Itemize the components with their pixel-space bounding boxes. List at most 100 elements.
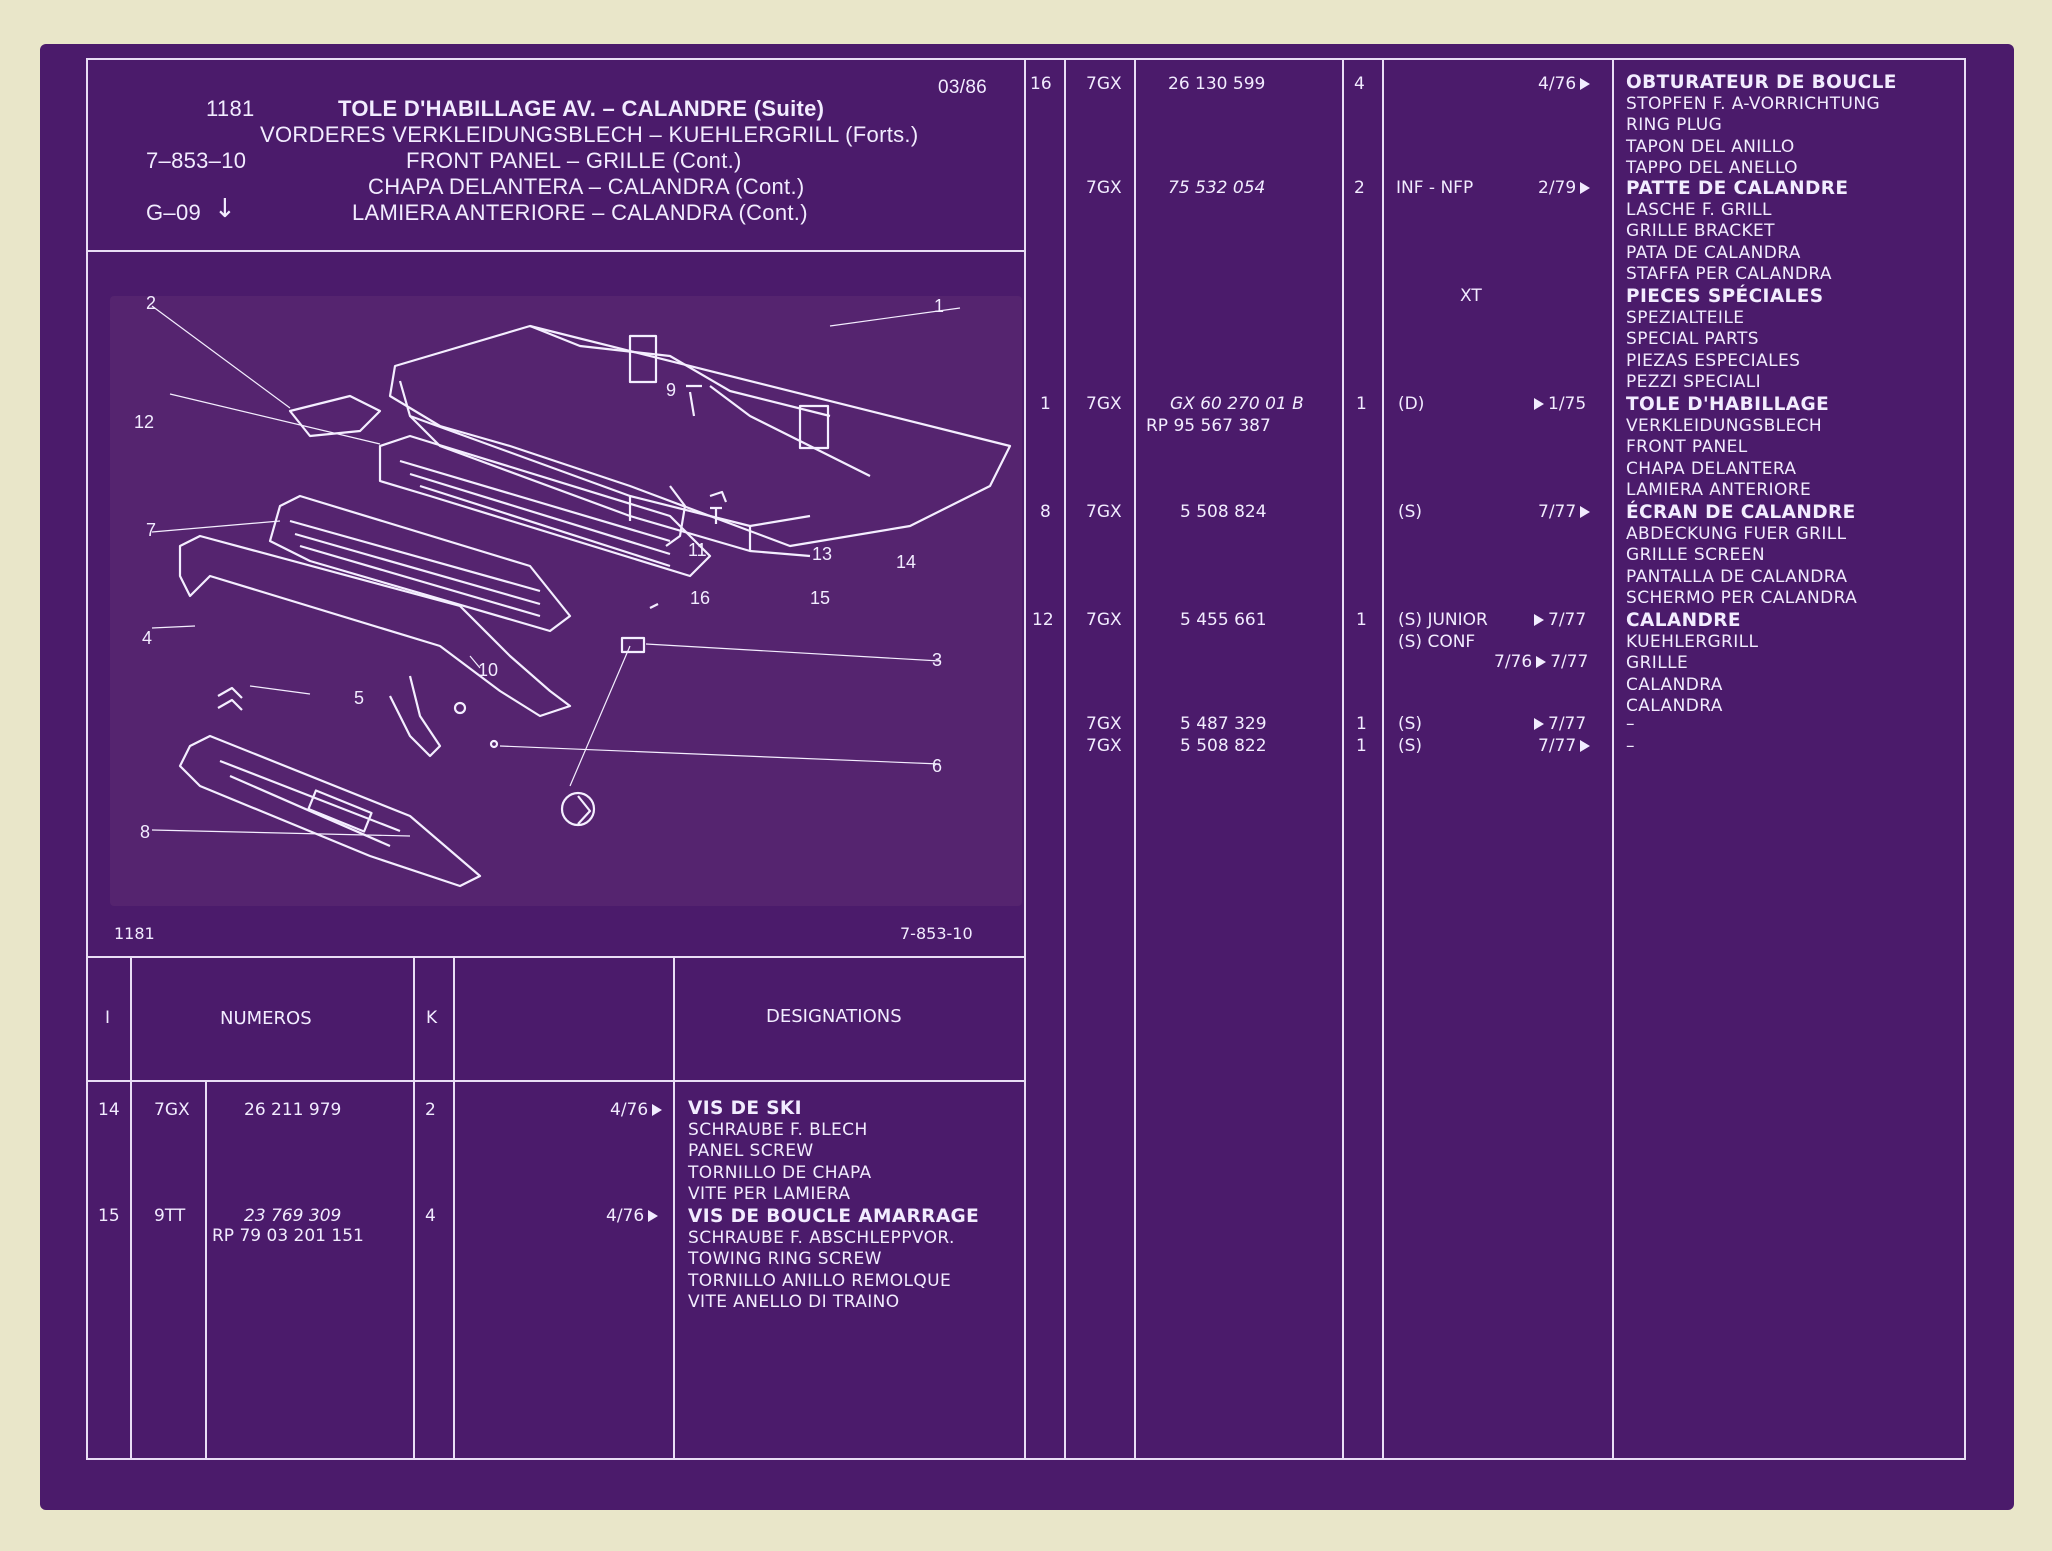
r16-desc-de: STOPFEN F. A-VORRICHTUNG xyxy=(1626,93,1881,114)
row14-desc-de: SCHRAUBE F. BLECH xyxy=(688,1119,868,1140)
col-header-numeros: NUMEROS xyxy=(220,1008,312,1029)
r1-desc-fr: TOLE D'HABILLAGE xyxy=(1626,394,1830,415)
rspecial-desc-de: SPEZIALTEILE xyxy=(1626,307,1745,328)
rbracket-desc-fr: PATTE DE CALANDRE xyxy=(1626,178,1849,199)
rb-qty: 1 xyxy=(1356,736,1367,756)
front-panel-drawing xyxy=(151,305,1012,888)
r8-number: 5 508 824 xyxy=(1180,502,1267,522)
r12-desc: CALANDRE KUEHLERGRILL GRILLE CALANDRA CA… xyxy=(1626,610,1758,718)
r16-desc-en: RING PLUG xyxy=(1626,115,1723,135)
frame-bottom xyxy=(86,1458,1966,1460)
r16-date-text: 4/76 xyxy=(1538,74,1577,94)
row14-desc-it: VITE PER LAMIERA xyxy=(688,1184,851,1204)
r1-desc: TOLE D'HABILLAGE VERKLEIDUNGSBLECH FRONT… xyxy=(1626,394,1829,502)
r12-desc-de: KUEHLERGRILL xyxy=(1626,631,1759,652)
rbracket-number: 75 532 054 xyxy=(1168,178,1266,198)
triangle-right-icon xyxy=(1534,398,1544,410)
r1-number2: RP 95 567 387 xyxy=(1146,416,1271,436)
r8-desc-fr: ÉCRAN DE CALANDRE xyxy=(1626,502,1856,523)
rbracket-note: INF - NFP xyxy=(1396,178,1474,198)
divider-left-panel xyxy=(1024,58,1026,1460)
callout-9: 9 xyxy=(666,380,677,400)
rcol-line-4 xyxy=(1382,58,1384,1460)
col-header-i: I xyxy=(105,1008,111,1028)
col-header-k: K xyxy=(426,1008,438,1028)
r8-desc-es: PANTALLA DE CALANDRA xyxy=(1626,566,1848,587)
rcol-line-2 xyxy=(1134,58,1136,1460)
row14-qty: 2 xyxy=(425,1100,436,1120)
r1-prefix: 7GX xyxy=(1086,394,1122,414)
r12-note: (S) JUNIOR xyxy=(1398,610,1488,630)
rb-desc-fr: – xyxy=(1626,736,1635,756)
rspecial-desc-es: PIEZAS ESPECIALES xyxy=(1626,350,1801,371)
ra-number: 5 487 329 xyxy=(1180,714,1267,734)
r1-date-text: 1/75 xyxy=(1548,394,1587,414)
r1-number: GX 60 270 01 B xyxy=(1170,394,1304,414)
col-line-1 xyxy=(130,956,132,1460)
r1-note: (D) xyxy=(1398,394,1425,414)
row15-desc-fr: VIS DE BOUCLE AMARRAGE xyxy=(688,1206,980,1227)
title-en: FRONT PANEL – GRILLE (Cont.) xyxy=(406,148,742,173)
r1-qty: 1 xyxy=(1356,394,1367,414)
r1-desc-en: FRONT PANEL xyxy=(1626,437,1748,457)
callout-1: 1 xyxy=(934,296,945,316)
row15-desc-en: TOWING RING SCREW xyxy=(688,1249,882,1269)
callout-11: 11 xyxy=(688,540,707,560)
page-code: 1181 xyxy=(206,96,255,121)
rspecial-note: XT xyxy=(1460,286,1482,306)
row14-date-text: 4/76 xyxy=(610,1100,649,1120)
rspecial-desc-en: SPECIAL PARTS xyxy=(1626,329,1759,349)
ra-date: 7/77 xyxy=(1530,716,1586,733)
r1-date: 1/75 xyxy=(1530,396,1586,413)
r1-desc-de: VERKLEIDUNGSBLECH xyxy=(1626,415,1823,436)
rspecial-desc-fr: PIECES SPÉCIALES xyxy=(1626,286,1824,307)
rb-prefix: 7GX xyxy=(1086,736,1122,756)
r16-prefix: 7GX xyxy=(1086,74,1122,94)
frame-right xyxy=(1964,58,1966,1460)
r16-date: 4/76 xyxy=(1538,76,1594,93)
r16-desc-it: TAPPO DEL ANELLO xyxy=(1626,158,1798,178)
r12-desc-it: CALANDRA xyxy=(1626,696,1723,716)
r1-index: 1 xyxy=(1040,394,1051,414)
callout-4: 4 xyxy=(142,628,153,648)
r8-desc: ÉCRAN DE CALANDRE ABDECKUNG FUER GRILL G… xyxy=(1626,502,1857,610)
r16-desc-es: TAPON DEL ANILLO xyxy=(1626,136,1795,157)
r12-desc-en: GRILLE xyxy=(1626,653,1689,673)
r8-desc-it: SCHERMO PER CALANDRA xyxy=(1626,588,1858,608)
triangle-right-icon xyxy=(1534,718,1544,730)
col-header-designations: DESIGNATIONS xyxy=(766,1006,902,1027)
r12-date: 7/77 xyxy=(1530,612,1586,629)
rbracket-prefix: 7GX xyxy=(1086,178,1122,198)
row14-prefix: 7GX xyxy=(154,1100,190,1120)
page-ref: 7–853–10 xyxy=(146,148,247,173)
col-line-3 xyxy=(413,956,415,1460)
page-group: G–09 xyxy=(146,200,202,225)
row14-desc-es: TORNILLO DE CHAPA xyxy=(688,1162,872,1183)
ra-note: (S) xyxy=(1398,714,1423,734)
r16-desc: OBTURATEUR DE BOUCLE STOPFEN F. A-VORRIC… xyxy=(1626,72,1897,180)
title-it: LAMIERA ANTERIORE – CALANDRA (Cont.) xyxy=(352,200,808,225)
divider-table-header xyxy=(86,1080,1026,1082)
callout-2: 2 xyxy=(146,293,157,313)
row15-desc-es: TORNILLO ANILLO REMOLQUE xyxy=(688,1270,952,1291)
r8-desc-en: GRILLE SCREEN xyxy=(1626,545,1765,565)
callout-7: 7 xyxy=(146,520,157,540)
arrow-down-icon: ↓ xyxy=(214,194,236,224)
ra-qty: 1 xyxy=(1356,714,1367,734)
ra-desc-fr: – xyxy=(1626,714,1635,734)
row15-number: 23 769 309 xyxy=(244,1206,342,1226)
divider-header xyxy=(86,250,1026,252)
title-es: CHAPA DELANTERA – CALANDRA (Cont.) xyxy=(368,174,805,199)
triangle-right-icon xyxy=(1536,656,1547,668)
title-de: VORDERES VERKLEIDUNGSBLECH – KUEHLERGRIL… xyxy=(260,122,919,147)
callout-14: 14 xyxy=(896,552,917,572)
rb-number: 5 508 822 xyxy=(1180,736,1267,756)
callout-10: 10 xyxy=(478,660,499,680)
triangle-right-icon xyxy=(1580,740,1591,752)
frame-top xyxy=(86,58,1966,60)
diagram-footer-left: 1181 xyxy=(114,924,155,943)
rbracket-date-text: 2/79 xyxy=(1538,178,1577,198)
rbracket-qty: 2 xyxy=(1354,178,1365,198)
rspecial-desc-it: PEZZI SPECIALI xyxy=(1626,372,1762,392)
